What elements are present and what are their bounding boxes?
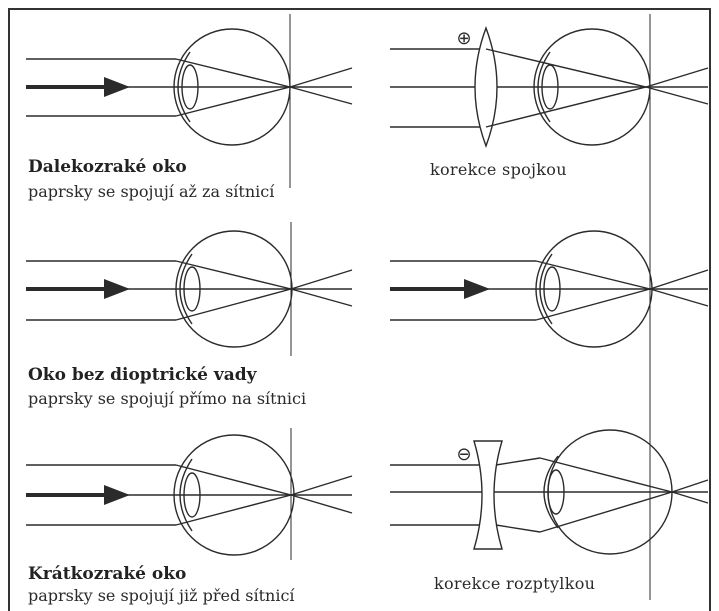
farsighted-correction-diagram — [390, 14, 709, 600]
eye-lens — [181, 64, 199, 110]
cornea — [179, 253, 193, 325]
arrow-icon — [104, 485, 130, 505]
arrow-icon — [104, 77, 130, 97]
cornea — [179, 458, 193, 532]
normal-subtitle: paprsky se spojují přímo na sítnici — [28, 389, 307, 408]
farsighted-correction-label: korekce spojkou — [430, 160, 567, 179]
cornea — [537, 51, 551, 123]
farsighted-title: Dalekozraké oko — [28, 157, 187, 177]
eye-lens — [183, 266, 201, 312]
nearsighted-title: Krátkozraké oko — [28, 564, 187, 584]
arrow-icon — [104, 279, 130, 299]
nearsighted-eye-diagram — [26, 428, 353, 560]
plus-lens-icon: ⊕ — [456, 28, 471, 49]
nearsighted-subtitle: paprsky se spojují již před sítnicí — [28, 586, 295, 605]
figure-frame — [8, 8, 711, 611]
normal-title: Oko bez dioptrické vady — [28, 365, 257, 385]
eyeball — [173, 434, 295, 556]
convex-lens — [474, 25, 498, 149]
cornea — [177, 51, 191, 123]
nearsighted-correction-diagram — [390, 429, 709, 555]
minus-lens-icon: ⊖ — [456, 444, 471, 465]
normal-eye-diagram — [26, 222, 353, 356]
farsighted-eye-diagram — [26, 14, 353, 188]
arrow-icon — [464, 279, 490, 299]
eye-lens — [183, 472, 201, 518]
cornea — [539, 253, 553, 325]
concave-lens — [473, 440, 503, 550]
eye-lens — [543, 266, 561, 312]
normal-eye-reference-diagram — [390, 230, 709, 348]
eye-lens — [541, 64, 559, 110]
eye-lens — [547, 469, 565, 515]
cornea — [543, 455, 559, 529]
farsighted-subtitle: paprsky se spojují až za sítnicí — [28, 182, 275, 201]
nearsighted-correction-label: korekce rozptylkou — [434, 574, 596, 593]
